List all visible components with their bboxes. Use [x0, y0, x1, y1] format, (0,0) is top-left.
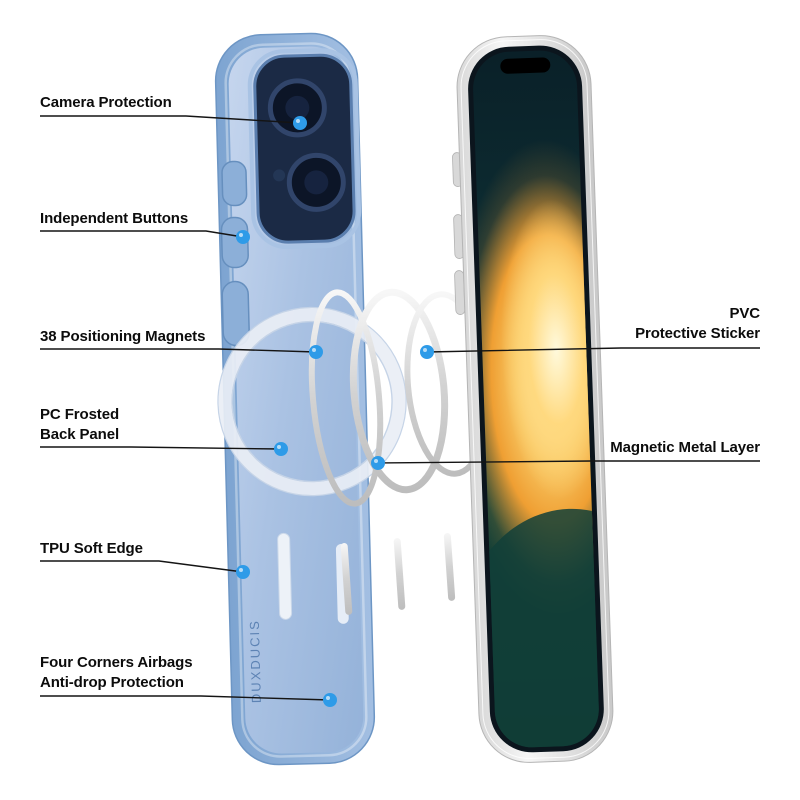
- wallpaper-teal-hill: [471, 508, 601, 749]
- callout-label-pvc-protective-sticker: PVC Protective Sticker: [635, 304, 760, 344]
- callout-dot-airbags: [323, 693, 337, 707]
- callout-text: Protective Sticker: [635, 325, 760, 342]
- callout-line-magnets: [40, 348, 317, 353]
- callout-label-four-corners-airbags: Four Corners Airbags Anti-drop Protectio…: [40, 653, 193, 693]
- iphone-frame-highlight: [460, 39, 610, 759]
- callout-dot-camera: [293, 116, 307, 130]
- camera-flash: [273, 169, 286, 182]
- callout-dot-buttons: [236, 230, 250, 244]
- callout-text: Camera Protection: [40, 94, 172, 111]
- callout-line-buttons: [40, 230, 244, 238]
- callout-label-pc-frosted-back-panel: PC Frosted Back Panel: [40, 405, 119, 445]
- callout-dot-panel: [274, 442, 288, 456]
- magnet-bar-1: [340, 543, 353, 615]
- callout-text: TPU Soft Edge: [40, 540, 143, 557]
- magnet-bar-3: [443, 533, 456, 601]
- callout-line-pvc: [426, 347, 760, 353]
- callout-dot-magnets: [309, 345, 323, 359]
- callout-line-panel: [40, 446, 282, 450]
- callout-line-airbags: [40, 695, 331, 701]
- callout-line-metal: [377, 460, 760, 464]
- callout-line-edge: [40, 560, 244, 573]
- callout-label-camera-protection: Camera Protection: [40, 93, 172, 113]
- case-side-buttons: [220, 160, 250, 347]
- callout-label-positioning-magnets: 38 Positioning Magnets: [40, 327, 205, 347]
- callout-text: 38 Positioning Magnets: [40, 328, 206, 345]
- camera-lens-bottom-glass: [304, 170, 329, 195]
- case-brand-text: DUXDUCIS: [247, 619, 264, 703]
- case-alignment-slot: [277, 532, 293, 620]
- callout-text: PVC: [729, 305, 760, 322]
- callout-lines: [40, 115, 760, 701]
- camera-lens-top-glass: [285, 95, 310, 120]
- callout-text: PC Frosted: [40, 406, 120, 423]
- callout-dot-pvc: [420, 345, 434, 359]
- iphone: [452, 35, 614, 763]
- callout-line-camera: [40, 115, 301, 124]
- callout-text: Anti-drop Protection: [40, 674, 184, 691]
- callout-text: Magnetic Metal Layer: [610, 439, 760, 456]
- magnet-ring-layer-2: [349, 288, 449, 494]
- callout-text: Back Panel: [40, 426, 120, 443]
- dynamic-island: [500, 57, 551, 74]
- camera-cutout-lip: [247, 48, 362, 250]
- callout-text: Independent Buttons: [40, 210, 189, 227]
- magnet-bar-2: [393, 538, 406, 610]
- callout-dot-metal: [371, 456, 385, 470]
- callout-label-tpu-soft-edge: TPU Soft Edge: [40, 539, 143, 559]
- callout-dots: [236, 116, 434, 707]
- callout-label-independent-buttons: Independent Buttons: [40, 209, 188, 229]
- callout-text: Four Corners Airbags: [40, 654, 193, 671]
- magnet-ring-layers: [308, 288, 492, 615]
- magsafe-ring: [217, 306, 407, 497]
- callout-dot-edge: [236, 565, 250, 579]
- callout-label-magnetic-metal-layer: Magnetic Metal Layer: [610, 438, 760, 458]
- magnet-ring-layer-1: [308, 289, 384, 507]
